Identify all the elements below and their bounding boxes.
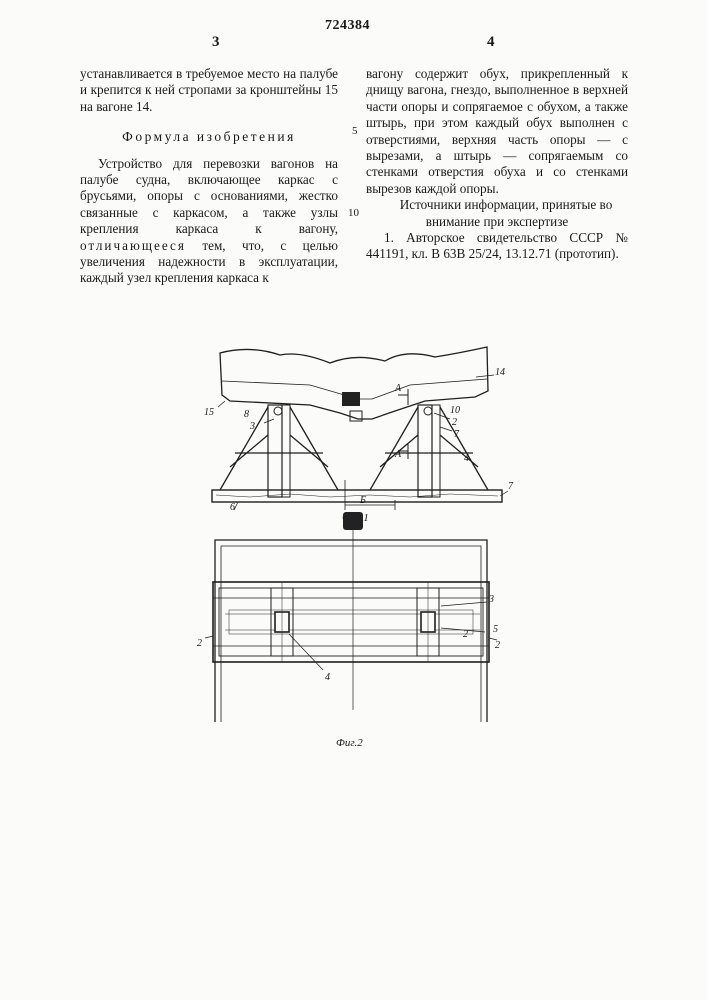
- margin-line-number-5: 5: [352, 125, 358, 137]
- fig1-section-mark-a-top: А: [394, 383, 402, 394]
- column-number-right: 4: [487, 34, 495, 51]
- prior-art-reference: 1. Авторское свидетельство СССР № 441191…: [366, 230, 628, 263]
- fig1-label-7-lower: 7: [508, 481, 514, 492]
- claim-paragraph: Устройство для перевозки вагонов на палу…: [80, 156, 338, 287]
- wagon-body: [220, 347, 488, 421]
- claim-distinguishing-word: отличающееся: [80, 238, 186, 253]
- patent-number: 724384: [325, 18, 370, 34]
- fig2-label-2-left: 2: [197, 638, 202, 649]
- intro-paragraph: устанавливается в требуемое место на пал…: [80, 66, 338, 115]
- fig1-label-2: 2: [452, 417, 457, 428]
- sources-heading: Источники информации, принятые во вниман…: [366, 197, 628, 230]
- claims-heading: Формула изобретения: [80, 129, 338, 145]
- figure-2-top-view: 3 5 2 2 2 4: [195, 510, 515, 735]
- fig2-label-5: 5: [493, 624, 498, 635]
- carriage-frame-top: [213, 582, 489, 662]
- fig2-label-2-right-upper: 2: [463, 629, 468, 640]
- wagon-outline-top: [215, 512, 487, 722]
- fig1-label-4: 4: [464, 453, 469, 464]
- figure-2-caption: Фиг.2: [336, 737, 363, 749]
- fig2-label-3: 3: [488, 594, 494, 605]
- left-support-frame: [220, 405, 338, 497]
- fig1-label-3: 3: [249, 421, 255, 432]
- left-text-column: устанавливается в требуемое место на пал…: [80, 66, 338, 287]
- figure-1-side-view: 14 15 8 3 10 2 7 4 7 6 А А Б: [190, 335, 520, 510]
- fig1-dimension-b: Б: [359, 495, 366, 506]
- right-support-top: [417, 582, 439, 662]
- margin-line-number-10: 10: [348, 207, 359, 219]
- fig1-label-6: 6: [230, 502, 235, 510]
- fig1-label-10: 10: [450, 405, 460, 416]
- right-support-frame: [370, 389, 488, 497]
- fig1-section-mark-a-bottom: А: [394, 449, 402, 460]
- fig2-label-2-right: 2: [495, 640, 500, 651]
- left-support-top: [271, 582, 293, 662]
- fig1-label-14: 14: [495, 367, 505, 378]
- right-text-column: вагону содержит обух, прикрепленный к дн…: [366, 66, 628, 263]
- fig1-label-8: 8: [244, 409, 249, 420]
- fig1-label-7-upper: 7: [454, 429, 460, 440]
- deck-beam: [212, 480, 502, 510]
- claim-text-part1: Устройство для перевозки вагонов на палу…: [80, 156, 338, 237]
- claim-continuation: вагону содержит обух, прикрепленный к дн…: [366, 66, 628, 197]
- fig2-label-4: 4: [325, 672, 330, 683]
- column-number-left: 3: [212, 34, 220, 51]
- fig2-leader-lines: [205, 602, 497, 670]
- fig1-label-15: 15: [204, 407, 214, 418]
